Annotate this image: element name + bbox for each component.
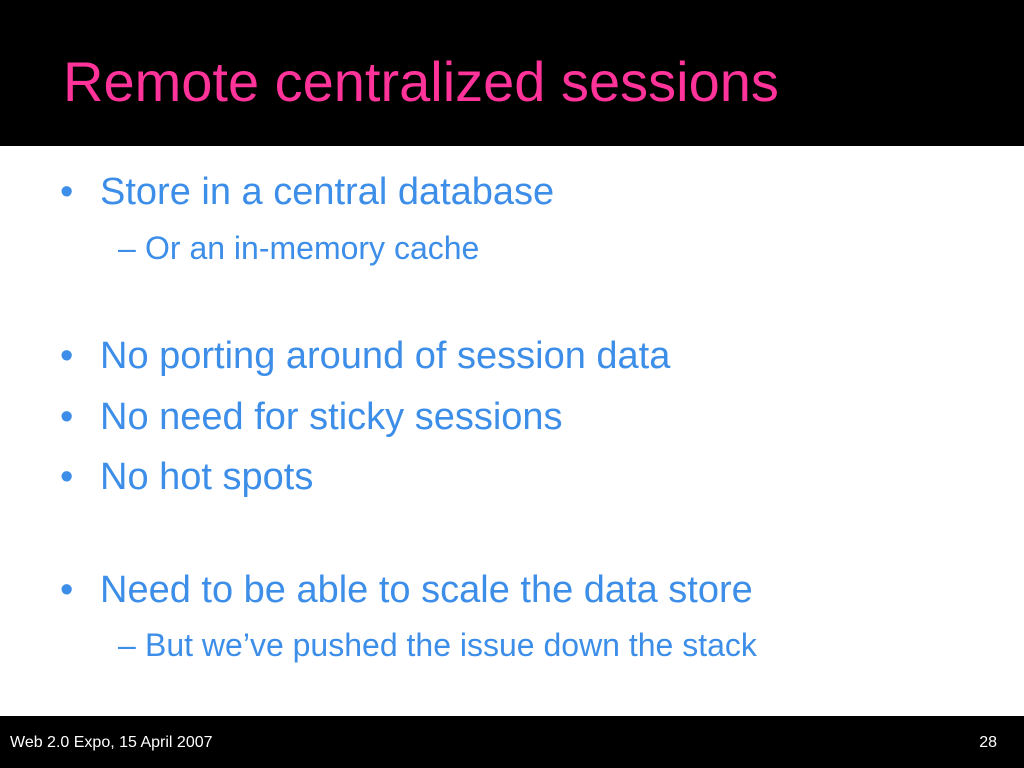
footer-event-label: Web 2.0 Expo, 15 April 2007: [10, 734, 213, 751]
bullet-text: No porting around of session data: [100, 335, 671, 377]
bullet-marker: •: [60, 171, 74, 213]
subbullet-marker: –: [118, 230, 136, 266]
bullet-text: Store in a central database: [100, 171, 555, 213]
page-number: 28: [979, 734, 997, 751]
footer-bar: Web 2.0 Expo, 15 April 2007 28: [0, 716, 1024, 768]
slide-title: Remote centralized sessions: [63, 50, 779, 113]
title-bar: Remote centralized sessions: [0, 0, 1024, 146]
subbullet-text: But we’ve pushed the issue down the stac…: [145, 627, 757, 663]
bullet-marker: •: [60, 456, 74, 498]
bullet-text: No need for sticky sessions: [100, 396, 563, 438]
bullet-marker: •: [60, 569, 74, 611]
bullet-marker: •: [60, 335, 74, 377]
bullet-text: No hot spots: [100, 456, 314, 498]
subbullet-marker: –: [118, 627, 136, 663]
subbullet-text: Or an in-memory cache: [145, 230, 480, 266]
bullet-text: Need to be able to scale the data store: [100, 569, 753, 611]
bullet-marker: •: [60, 396, 74, 438]
